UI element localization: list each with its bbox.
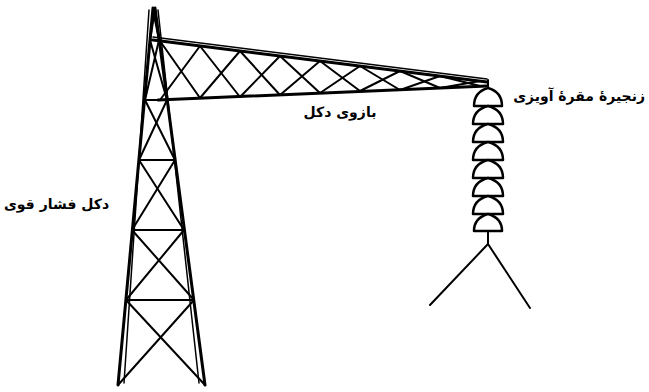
- part-label: زنجیرهٔ مقرهٔ آویزی: [513, 88, 645, 105]
- part-label: بازوی دکل: [304, 104, 377, 121]
- part-label: دکل فشار قوی: [4, 196, 109, 213]
